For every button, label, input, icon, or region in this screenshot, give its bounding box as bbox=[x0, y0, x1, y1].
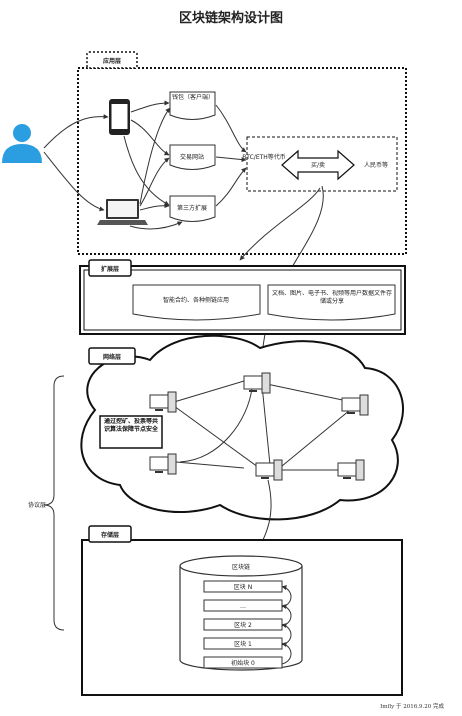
wallet-label: 钱包（客户端） bbox=[172, 94, 214, 101]
page-title: 区块链架构设计图 bbox=[179, 10, 283, 26]
buy-sell-arrow: 买/卖 bbox=[281, 149, 355, 181]
network-node-4 bbox=[149, 453, 177, 475]
blockchain-label: 区块链 bbox=[232, 563, 250, 571]
block-links bbox=[281, 585, 292, 665]
extension-layer-inner bbox=[83, 269, 402, 331]
smart-contract-label: 智能合约、各种侧链应用 bbox=[163, 296, 229, 304]
wallet-node: 钱包（客户端） bbox=[169, 91, 216, 120]
network-links bbox=[173, 380, 353, 471]
storage-layer-label: 存储层 bbox=[101, 531, 119, 539]
file-storage-node: 文档、图片、电子书、视频等用户数据文件存储或分享 bbox=[267, 284, 396, 321]
block-label: 区块 1 bbox=[234, 640, 252, 648]
protocol-layer-label: 协议层 bbox=[28, 501, 46, 509]
application-connectors bbox=[43, 100, 247, 230]
block-item: 区块 1 bbox=[203, 637, 283, 650]
user-icon bbox=[2, 124, 42, 163]
network-cloud bbox=[80, 334, 404, 521]
block-link-arrow bbox=[281, 642, 292, 665]
block-box bbox=[203, 656, 283, 669]
exchange-label: 交易网站 bbox=[180, 153, 204, 161]
third-party-label: 第三方扩展 bbox=[177, 204, 207, 212]
footer-credit: Imfly 于 2016.9.20 完成 bbox=[380, 702, 444, 710]
network-node-2 bbox=[243, 372, 271, 394]
application-layer-label: 应用层 bbox=[103, 57, 121, 65]
network-node-5 bbox=[255, 459, 283, 481]
third-party-node: 第三方扩展 bbox=[169, 195, 216, 222]
block-item: 初始块 0 bbox=[203, 656, 283, 669]
btc-eth-label: BTC/ETH等代币 bbox=[242, 153, 286, 161]
blockchain-cylinder bbox=[179, 555, 303, 671]
application-layer-frame bbox=[77, 67, 407, 255]
block-label: 区块 N bbox=[234, 583, 252, 591]
network-node-3 bbox=[341, 394, 369, 416]
block-label: … bbox=[240, 603, 246, 610]
network-layer-tag: 网络层 bbox=[88, 347, 136, 365]
exchange-box bbox=[246, 136, 398, 192]
block-label: 区块 2 bbox=[234, 621, 252, 629]
block-item: … bbox=[203, 599, 283, 612]
protocol-brace bbox=[43, 375, 65, 631]
block-item: 区块 N bbox=[203, 580, 283, 593]
network-node-1 bbox=[149, 391, 177, 413]
application-layer-tag: 应用层 bbox=[86, 51, 138, 69]
storage-layer-tag: 存储层 bbox=[88, 525, 132, 543]
rmb-label: 人民币等 bbox=[364, 161, 388, 169]
consensus-note: 通过挖矿、投票等共识算法保障节点安全 bbox=[99, 415, 163, 449]
laptop-icon bbox=[97, 199, 148, 225]
file-storage-label: 文档、图片、电子书、视频等用户数据文件存储或分享 bbox=[272, 290, 392, 305]
network-layer-label: 网络层 bbox=[103, 353, 121, 361]
smart-contract-node: 智能合约、各种侧链应用 bbox=[132, 284, 261, 321]
extension-layer-label: 扩展层 bbox=[101, 265, 119, 273]
exchange-node: 交易网站 bbox=[169, 144, 216, 170]
app-to-extension-arrow bbox=[239, 187, 321, 261]
block-item: 区块 2 bbox=[203, 618, 283, 631]
extension-layer-tag: 扩展层 bbox=[88, 259, 132, 277]
block-list: 区块 N … 区块 2 区块 1 初始块 0 bbox=[203, 580, 283, 669]
phone-icon bbox=[109, 99, 130, 135]
buy-sell-label: 买/卖 bbox=[311, 161, 325, 169]
consensus-note-label: 通过挖矿、投票等共识算法保障节点安全 bbox=[103, 418, 158, 433]
network-node-6 bbox=[337, 459, 365, 481]
block-label: 初始块 0 bbox=[231, 659, 255, 667]
